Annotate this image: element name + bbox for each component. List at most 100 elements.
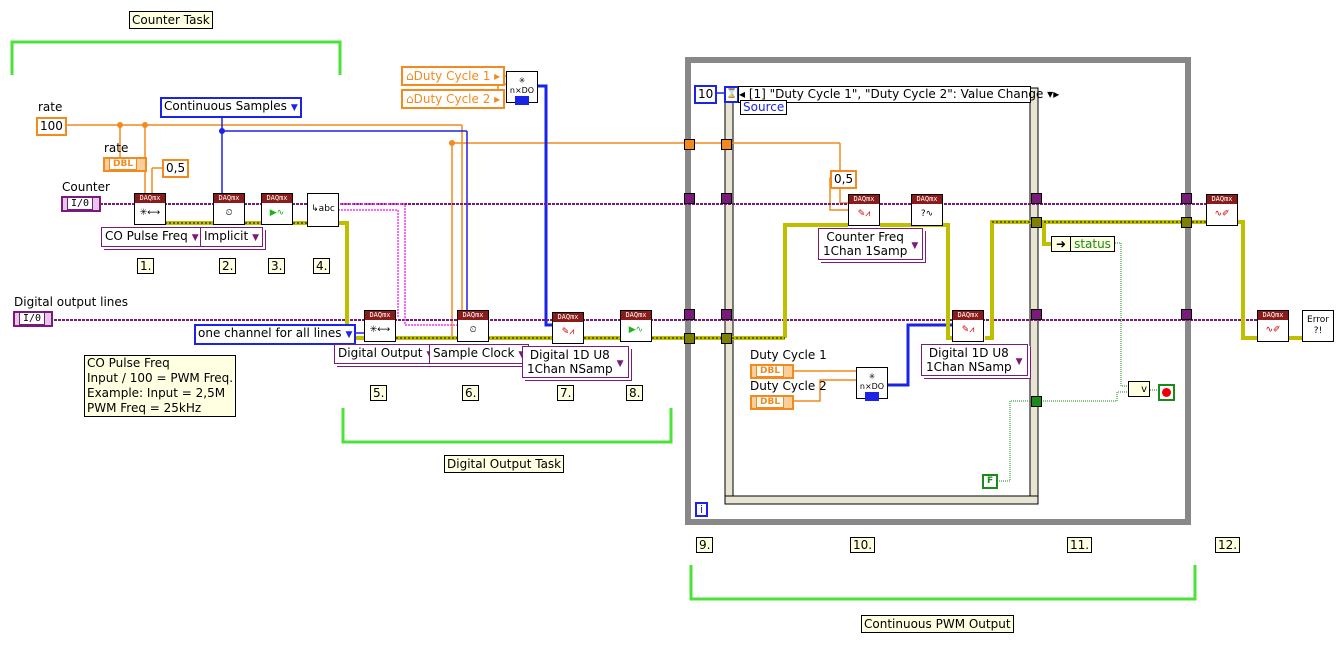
daqmx-timing-sample-clock[interactable]: DAQmx⏲ (457, 310, 489, 342)
counter-label: Counter (62, 180, 110, 194)
dropdown-arrow-icon: ▼ (911, 240, 919, 251)
step-5: 5. (370, 385, 388, 401)
hourglass-icon: ⌛ (724, 86, 739, 103)
digital-output-lines-label: Digital output lines (14, 295, 129, 309)
build-digital-waveform-node-2[interactable]: ✳n×DO▮▮▮ (856, 367, 888, 401)
digital-output-selector[interactable]: Digital Output▼ (334, 344, 438, 364)
duty-cycle-2-reference[interactable]: ⌂Duty Cycle 2 ▸ (401, 89, 506, 109)
co-pulse-comment: CO Pulse Freq Input / 100 = PWM Freq. Ex… (84, 355, 237, 417)
bool-tunnel (1031, 396, 1042, 407)
write-pencil-icon: ✎⩘ (961, 325, 975, 335)
sample-mode-enum[interactable]: Continuous Samples▼ (160, 97, 302, 118)
step-10: 10. (850, 537, 876, 553)
orange-tunnel (721, 139, 732, 150)
step-7: 7. (557, 385, 575, 401)
event-case-selector[interactable]: ◂ [1] "Duty Cycle 1", "Duty Cycle 2": Va… (738, 86, 1060, 103)
task-tunnel (684, 193, 695, 204)
play-icon: ▶∿ (269, 208, 285, 218)
daqmx-timing-implicit[interactable]: DAQmx⏲ (213, 193, 245, 225)
false-constant[interactable]: F (982, 474, 999, 489)
rate-indicator-label: rate (104, 141, 129, 155)
step-9: 9. (696, 537, 714, 553)
task-tunnel (721, 309, 732, 320)
task-tunnel (1181, 193, 1192, 204)
daqmx-write-do[interactable]: DAQmx✎⩘ (552, 312, 584, 344)
simple-error-handler[interactable]: Error?! (1302, 310, 1334, 342)
stop-condition-icon[interactable] (1158, 384, 1175, 401)
error-tunnel (1181, 217, 1192, 228)
daqmx-is-task-done[interactable]: DAQmx?∿ (911, 194, 943, 226)
daqmx-clear-task-2[interactable]: DAQmx∿✐ (1257, 310, 1289, 342)
build-digital-waveform-node[interactable]: ✳n×DO▮▮▮ (506, 71, 538, 105)
step-3: 3. (268, 258, 286, 274)
daqmx-start-task-counter[interactable]: DAQmx▶∿ (261, 193, 293, 225)
duty-cycle-1-label: Duty Cycle 1 (750, 348, 827, 362)
step-6: 6. (462, 385, 480, 401)
dropdown-arrow-icon: ▼ (191, 233, 199, 243)
terminal-abc-icon: ↳abc (311, 204, 335, 214)
eraser-icon: ∿✐ (1265, 325, 1281, 335)
or-function: v (1128, 381, 1150, 397)
sample-clock-selector[interactable]: Sample Clock▼ (429, 344, 530, 364)
daqmx-get-terminal-name[interactable]: ↳abc (307, 193, 339, 227)
eraser-icon: ∿✐ (1214, 209, 1230, 219)
daqmx-write-digital[interactable]: DAQmx✎⩘ (952, 310, 984, 342)
n-x-do-icon: ✳n×DO▮▮▮ (509, 76, 535, 105)
step-2: 2. (219, 258, 237, 274)
duty-cycle-1-control[interactable]: DBL (750, 364, 795, 379)
error-tunnel (721, 333, 732, 344)
error-tunnel (1031, 217, 1042, 228)
dropdown-arrow-icon: ▼ (290, 103, 298, 113)
timeout-constant[interactable]: 10 (694, 85, 718, 104)
task-tunnel (1031, 193, 1042, 204)
duty-constant[interactable]: 0,5 (162, 159, 190, 178)
n-x-do-icon: ✳n×DO▮▮▮ (859, 372, 885, 401)
unbundle-status: ➜status (1051, 236, 1115, 252)
write-pencil-icon: ✎⩘ (857, 209, 871, 219)
counter-task-note: Counter Task (129, 11, 213, 29)
duty-cycle-1-reference[interactable]: ⌂Duty Cycle 1 ▸ (401, 66, 506, 86)
digital-output-lines-io-control[interactable]: I/0 (13, 311, 54, 327)
continuous-pwm-bracket (689, 565, 1197, 601)
task-tunnel (1181, 309, 1192, 320)
daqmx-create-channel-do[interactable]: DAQmx✳⟷ (364, 310, 396, 342)
task-tunnel (684, 309, 695, 320)
dropdown-arrow-icon: ▼ (345, 330, 353, 340)
rate-constant[interactable]: 100 (36, 117, 67, 136)
counter-duty-constant[interactable]: 0,5 (830, 170, 858, 189)
clock-icon: ⏲ (225, 208, 233, 218)
line-grouping-enum[interactable]: one channel for all lines▼ (194, 324, 357, 345)
rate-indicator[interactable]: DBL (103, 157, 148, 172)
create-channel-icon: ✳⟷ (369, 325, 391, 335)
question-icon: ?∿ (920, 209, 934, 219)
implicit-selector[interactable]: Implicit▼ (200, 227, 264, 247)
rate-label: rate (38, 100, 63, 114)
create-channel-icon: ✳⟷ (139, 208, 161, 218)
counter-io-control[interactable]: I/0 (61, 196, 102, 212)
task-tunnel (721, 193, 732, 204)
daqmx-start-task-do[interactable]: DAQmx▶∿ (620, 310, 652, 342)
digital-output-task-note: Digital Output Task (444, 455, 565, 473)
dropdown-arrow-icon: ▼ (252, 233, 260, 243)
orange-tunnel (684, 139, 695, 150)
dropdown-arrow-icon: ▼ (616, 358, 624, 369)
write-pencil-icon: ✎⩘ (561, 327, 575, 337)
co-pulse-freq-selector[interactable]: CO Pulse Freq▼ (101, 227, 203, 247)
daqmx-clear-task-1[interactable]: DAQmx∿✐ (1206, 194, 1238, 226)
duty-cycle-2-control[interactable]: DBL (750, 395, 795, 410)
loop-iteration-terminal: i (695, 502, 709, 517)
step-1: 1. (137, 258, 155, 274)
step-4: 4. (313, 258, 331, 274)
daqmx-write-counter-freq[interactable]: DAQmx✎⩘ (848, 194, 880, 226)
dropdown-arrow-icon: ▼ (1015, 356, 1023, 367)
event-source-node: Source (740, 100, 788, 115)
duty-cycle-2-label: Duty Cycle 2 (750, 379, 827, 393)
step-8: 8. (626, 385, 644, 401)
event-structure-frame (724, 87, 1039, 505)
step-11: 11. (1067, 537, 1093, 553)
daqmx-create-channel-co[interactable]: DAQmx✳⟷ (134, 193, 166, 225)
